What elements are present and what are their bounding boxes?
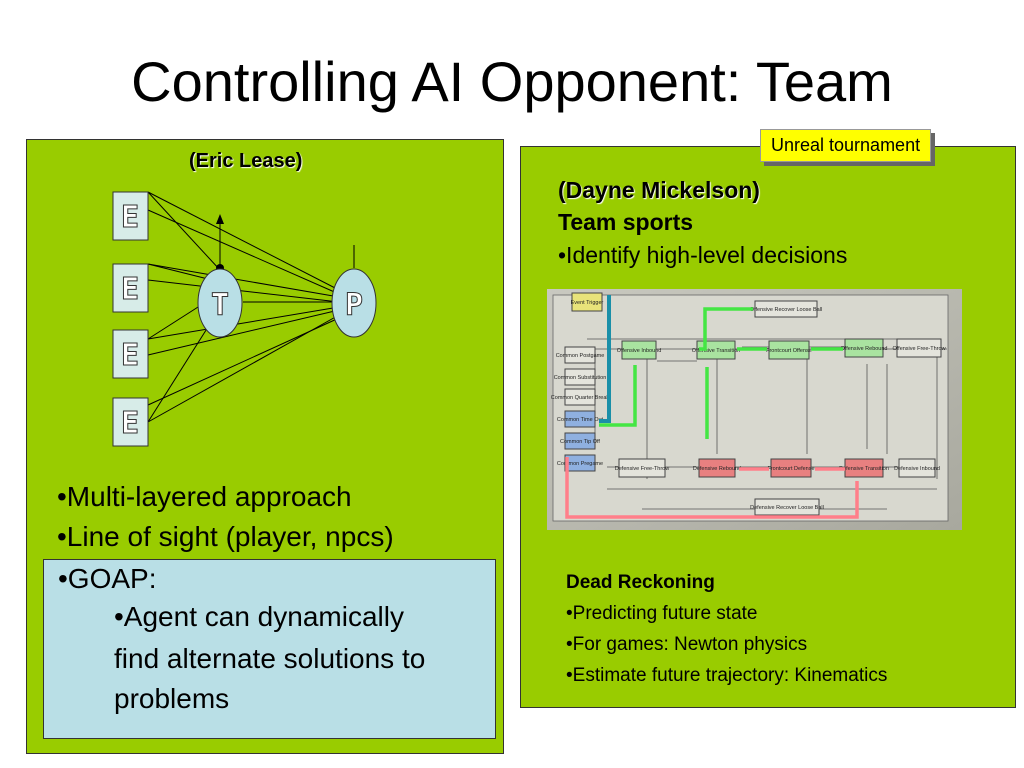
e-box-3-label: E [121,338,139,373]
state-defensive-inbound: Defensive Inbound [894,466,940,472]
state-frontcourt-offense: Frontcourt Offense [766,348,812,354]
bullet-identify-decisions: •Identify high-level decisions [558,242,848,268]
bullet-multi-layered: •Multi-layered approach [57,481,352,512]
e-box-1-label: E [121,200,139,235]
state-common-pregame: Common Pregame [557,461,603,467]
state-frontcourt-defense: Frontcourt Defense [767,466,814,472]
state-offensive-inbound: Offensive Inbound [617,348,662,354]
goap-box: •GOAP: •Agent can dynamically find alter… [43,559,496,739]
state-offensive-free-throw: Offensive Free-Throw [892,346,945,352]
author-dayne-mickelson: (Dayne Mickelson) [558,177,760,203]
state-defensive-transition: Defensive Transition [839,466,889,472]
state-common-quarter-break: Common Quarter Break [551,395,610,401]
slide-title: Controlling AI Opponent: Team [131,50,893,113]
state-offensive-transition: Offensive Transition [692,348,741,354]
team-hierarchy-diagram: E E E E T P [112,191,377,447]
state-offensive-recover: Offensive Recover Loose Ball [750,307,822,313]
state-defensive-free-throw: Defensive Free-Throw [615,466,669,472]
dr-item-3: •Estimate future trajectory: Kinematics [566,665,888,686]
unreal-tournament-callout: Unreal tournament [760,129,932,162]
dr-item-1: •Predicting future state [566,603,758,624]
state-common-tip-off: Common Tip Off [560,439,600,445]
team-sports-heading: Team sports [558,209,694,235]
e-box-4-label: E [121,406,139,441]
right-panel: (Dayne Mickelson) Team sports •Identify … [520,146,1016,708]
state-offensive-rebound: Offensive Rebound [841,346,888,352]
author-eric-lease: (Eric Lease) [189,150,303,172]
left-panel: (Eric Lease) [26,139,504,754]
state-defensive-rebound: Defensive Rebound [693,466,741,472]
dead-reckoning-heading: Dead Reckoning [566,572,715,593]
bullet-line-of-sight: •Line of sight (player, npcs) [57,521,394,552]
goap-sub-line-2: find alternate solutions to [114,643,426,674]
goap-heading: •GOAP: [58,563,157,594]
goap-sub-line-1: •Agent can dynamically [114,601,404,632]
state-defensive-recover: Defensive Recover Loose Ball [750,505,824,511]
t-oval-label: T [211,288,229,323]
state-common-substitution: Common Substitution [554,375,607,381]
state-common-postgame: Common Postgame [556,353,605,359]
state-event-trigger: Event Trigger [571,300,604,306]
state-common-time-out: Common Time Out [557,417,604,423]
state-machine-diagram: Event Trigger Offensive Recover Loose Ba… [547,289,962,530]
dr-item-2: •For games: Newton physics [566,634,808,655]
p-oval-label: P [345,288,363,323]
goap-sub-line-3: problems [114,683,230,714]
e-box-2-label: E [121,272,139,307]
